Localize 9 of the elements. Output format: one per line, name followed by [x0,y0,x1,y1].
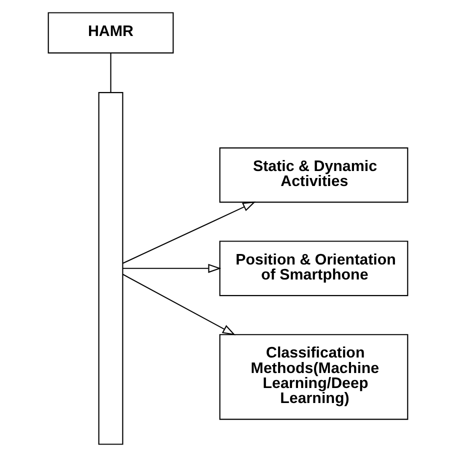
arrow [122,274,236,336]
node-box: Classification Methods(Machine Learning/Deep Learning) [219,334,408,420]
connector [110,53,112,92]
node-box: HAMR [48,12,174,54]
arrow [122,202,256,264]
arrow [122,264,222,273]
node-box: Static & Dynamic Activities [219,147,408,203]
node-bar [98,92,124,445]
node-box: Position & Orientation of Smartphone [219,240,408,296]
